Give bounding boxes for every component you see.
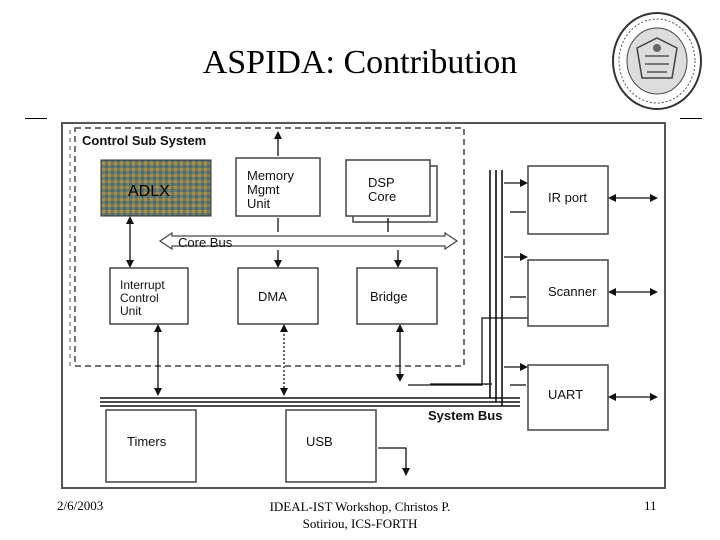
- dma-label: DMA: [258, 289, 287, 304]
- dsp-label-line1: DSP: [368, 175, 395, 190]
- footer-center-line1: IDEAL-IST Workshop, Christos P.: [269, 499, 451, 514]
- interrupt-control-unit-box: [109, 267, 189, 325]
- footer-center-line2: Sotiriou, ICS-FORTH: [302, 516, 418, 531]
- mmu-label-line2: Mgmt: [247, 182, 280, 197]
- slide-title: ASPIDA: Contribution: [202, 44, 518, 81]
- adlx-chip-image: [100, 159, 212, 217]
- ir-port-box: [527, 165, 609, 235]
- core-bus-label: Core Bus: [178, 235, 233, 250]
- icu-label-line1: Interrupt: [120, 278, 165, 292]
- timers-box: [105, 409, 197, 483]
- adlx-label: ADLX: [128, 183, 170, 200]
- mmu-label-line3: Unit: [247, 196, 271, 211]
- scanner-box: [527, 259, 609, 327]
- timers-label: Timers: [127, 434, 167, 449]
- icu-label-line3: Unit: [120, 304, 142, 318]
- bridge-label: Bridge: [370, 289, 408, 304]
- mmu-label-line1: Memory: [247, 168, 294, 183]
- usb-box: [285, 409, 377, 483]
- uart-label: UART: [548, 387, 583, 402]
- footer-center: IDEAL-IST Workshop, Christos P. Sotiriou…: [230, 498, 490, 532]
- icu-label-line2: Control: [120, 291, 159, 305]
- title-rule-left: [25, 118, 47, 119]
- bridge-box: [356, 267, 438, 325]
- system-bus-label: System Bus: [428, 408, 502, 423]
- dsp-label-line2: Core: [368, 189, 396, 204]
- scanner-label: Scanner: [548, 284, 597, 299]
- page-number: 11: [644, 498, 657, 513]
- university-seal-icon: [612, 12, 702, 110]
- dsp-core-box: [345, 159, 431, 217]
- footer-date: 2/6/2003: [57, 498, 104, 513]
- system-bus: [100, 170, 520, 407]
- uart-box: [527, 364, 609, 431]
- diagram-frame: [61, 122, 666, 489]
- memory-mgmt-unit-box: [235, 157, 321, 217]
- control-subsystem-label: Control Sub System: [82, 133, 206, 148]
- core-bus: [158, 231, 459, 251]
- usb-label: USB: [306, 434, 333, 449]
- dma-box: [237, 267, 319, 325]
- title-rule-right: [680, 118, 702, 119]
- control-subsystem-boundary: [74, 127, 465, 367]
- ir-port-label: IR port: [548, 190, 587, 205]
